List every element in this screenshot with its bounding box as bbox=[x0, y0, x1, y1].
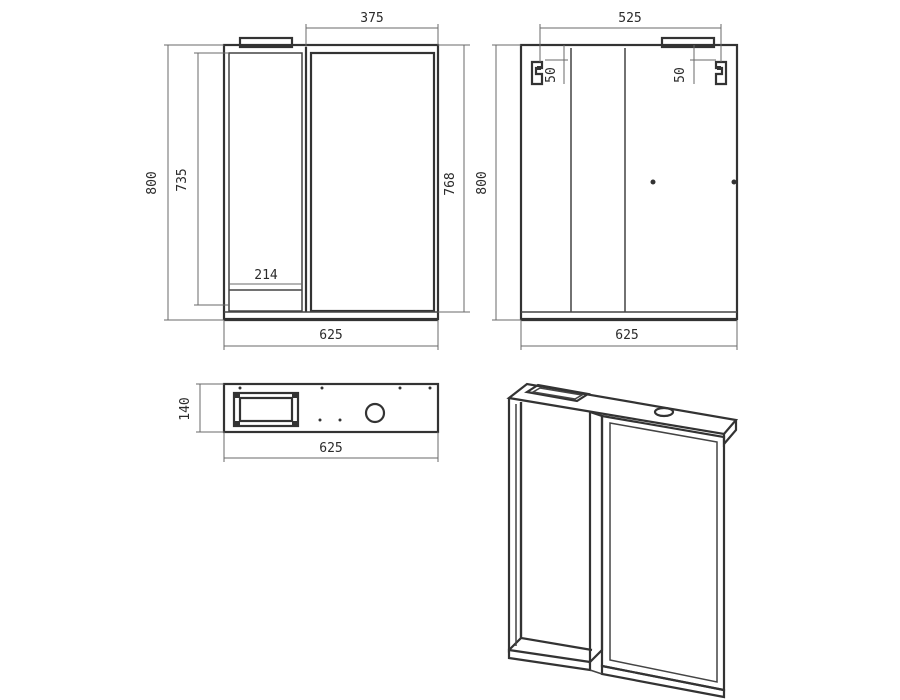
back-view: 50 50 525 800 625 bbox=[475, 11, 739, 350]
top-dot-2 bbox=[320, 386, 324, 390]
top-dot-5 bbox=[318, 418, 322, 422]
isometric-view bbox=[506, 382, 739, 699]
top-corner-2 bbox=[292, 393, 298, 398]
back-top-light bbox=[660, 36, 716, 49]
iso-bottom-right-shelf bbox=[600, 664, 726, 699]
top-cable-hole bbox=[364, 402, 386, 424]
iso-bottom-joint bbox=[589, 669, 603, 675]
iso-top-board bbox=[506, 382, 739, 436]
dim-label-800-back: 800 bbox=[475, 171, 490, 194]
top-light-box-inner bbox=[238, 396, 294, 423]
dim-label-50-left: 50 bbox=[544, 67, 559, 83]
dim-label-214: 214 bbox=[254, 268, 278, 283]
iso-cable-hole bbox=[653, 406, 675, 418]
back-fixing-point-2 bbox=[731, 179, 737, 185]
top-corner-3 bbox=[234, 421, 240, 426]
iso-left-side bbox=[507, 398, 523, 653]
dim-label-768: 768 bbox=[443, 172, 458, 195]
iso-bottom-left-shelf bbox=[507, 648, 592, 672]
iso-light-box bbox=[524, 383, 591, 403]
top-view: 140 625 bbox=[178, 382, 440, 462]
top-dot-3 bbox=[398, 386, 402, 390]
back-cabinet-outline bbox=[519, 43, 739, 321]
dim-label-800-front: 800 bbox=[145, 171, 160, 194]
dim-label-525: 525 bbox=[618, 11, 641, 26]
front-top-light bbox=[238, 36, 294, 49]
top-view-outline bbox=[222, 382, 440, 434]
dim-label-735: 735 bbox=[175, 168, 190, 191]
front-view: 800 735 768 375 214 625 bbox=[145, 11, 470, 350]
hanger-right-icon bbox=[714, 60, 728, 86]
iso-left-back bbox=[519, 402, 593, 652]
iso-light-box-inner bbox=[530, 387, 585, 400]
top-dot-1 bbox=[238, 386, 242, 390]
top-dot-4 bbox=[428, 386, 432, 390]
back-fixing-point-1 bbox=[650, 179, 656, 185]
dim-label-625-top: 625 bbox=[319, 441, 342, 456]
front-mirror-door bbox=[309, 51, 436, 313]
top-corner-4 bbox=[292, 421, 298, 426]
iso-door-outer bbox=[600, 414, 726, 692]
dim-label-625-front: 625 bbox=[319, 328, 342, 343]
dim-label-50-right: 50 bbox=[673, 67, 688, 83]
dim-label-140: 140 bbox=[178, 397, 193, 420]
top-light-box bbox=[232, 391, 300, 428]
front-open-shelf-frame bbox=[228, 52, 303, 312]
top-corner-1 bbox=[234, 393, 240, 398]
iso-divider bbox=[588, 410, 604, 665]
iso-door-inner bbox=[609, 422, 718, 683]
dim-label-375: 375 bbox=[360, 11, 383, 26]
hanger-left-icon bbox=[530, 60, 544, 86]
top-dot-6 bbox=[338, 418, 342, 422]
dim-label-625-back: 625 bbox=[615, 328, 638, 343]
